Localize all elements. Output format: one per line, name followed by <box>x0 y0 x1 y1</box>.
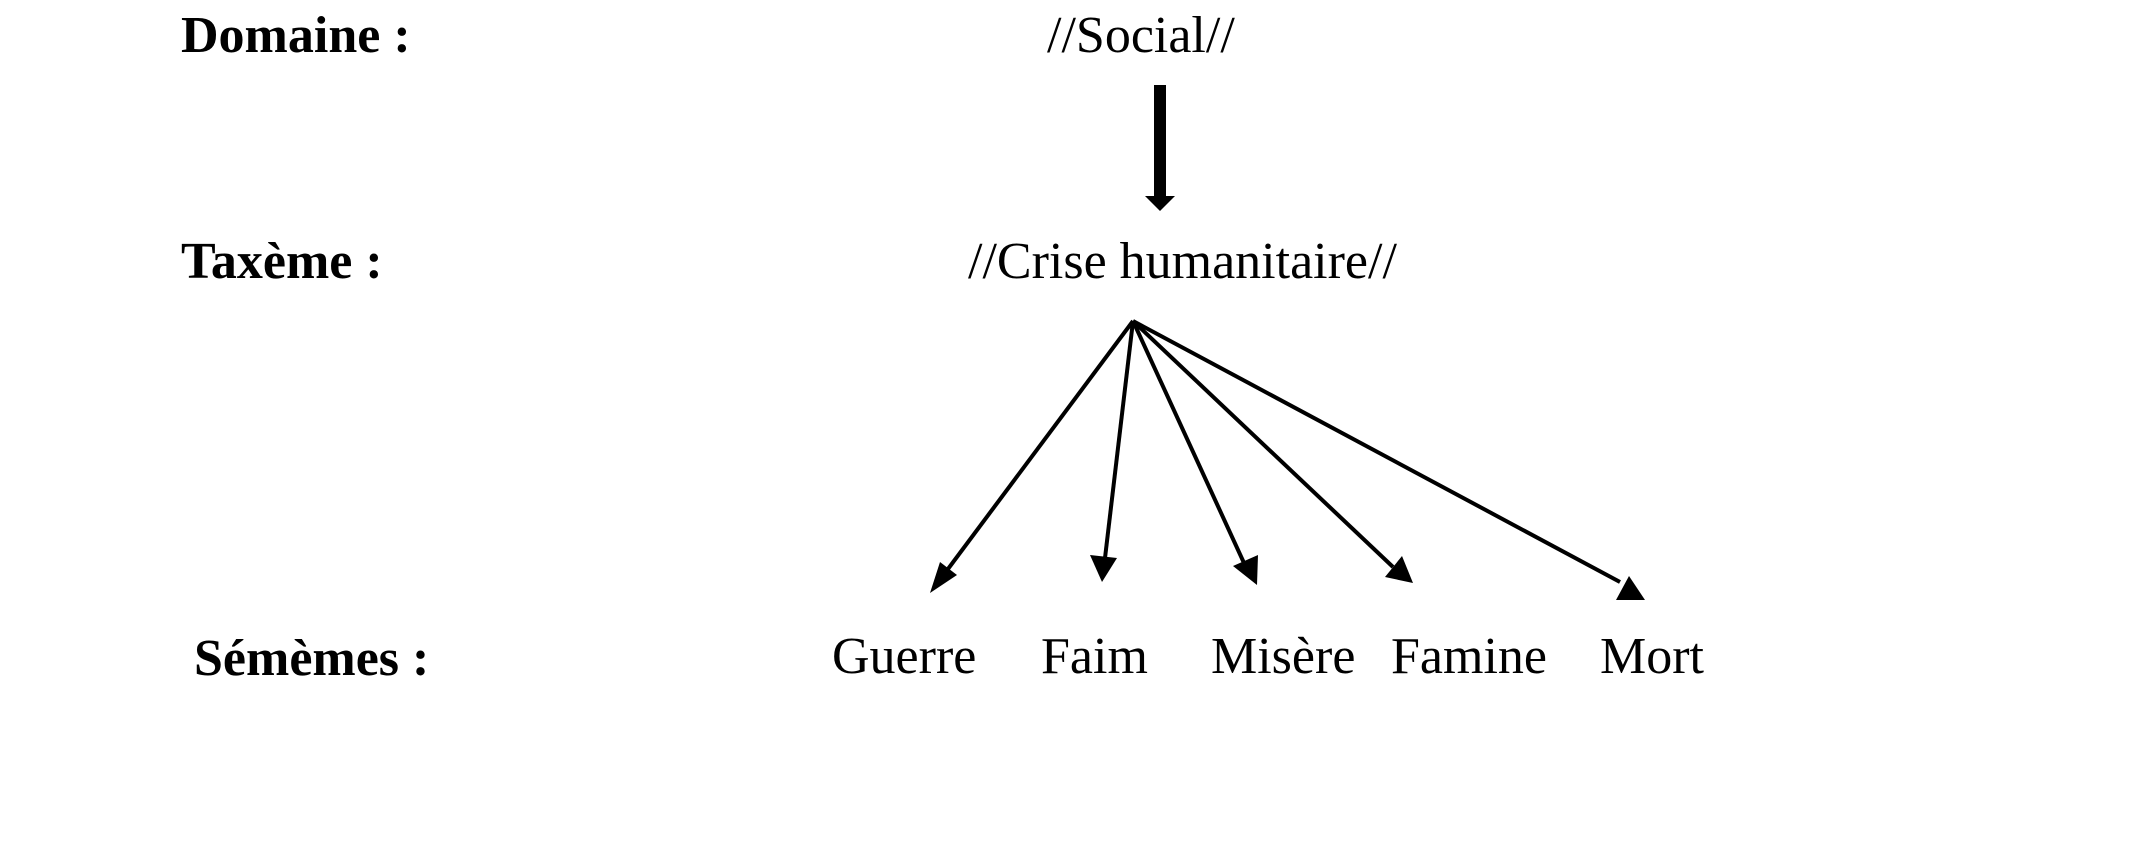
sememe-node-faim: Faim <box>1041 628 1148 685</box>
taxeme-to-guerre-arrow <box>930 319 1135 593</box>
sememe-node-misere: Misère <box>1211 628 1356 685</box>
domain-node: //Social// <box>1047 7 1235 64</box>
domain-level-label: Domaine : <box>181 7 411 64</box>
sememe-node-famine: Famine <box>1391 628 1547 685</box>
taxeme-to-misere-arrow <box>1131 320 1258 585</box>
taxeme-level-label: Taxème : <box>181 233 383 290</box>
taxeme-node: //Crise humanitaire// <box>968 233 1397 290</box>
taxeme-to-faim-arrow <box>1090 320 1135 582</box>
taxeme-to-famine-arrow <box>1131 319 1413 583</box>
sememe-node-mort: Mort <box>1600 628 1704 685</box>
taxeme-to-mort-arrow <box>1132 319 1645 600</box>
domain-to-taxeme-arrow <box>1145 85 1175 211</box>
sememe-node-guerre: Guerre <box>832 628 977 685</box>
sememes-level-label: Sémèmes : <box>194 630 430 687</box>
